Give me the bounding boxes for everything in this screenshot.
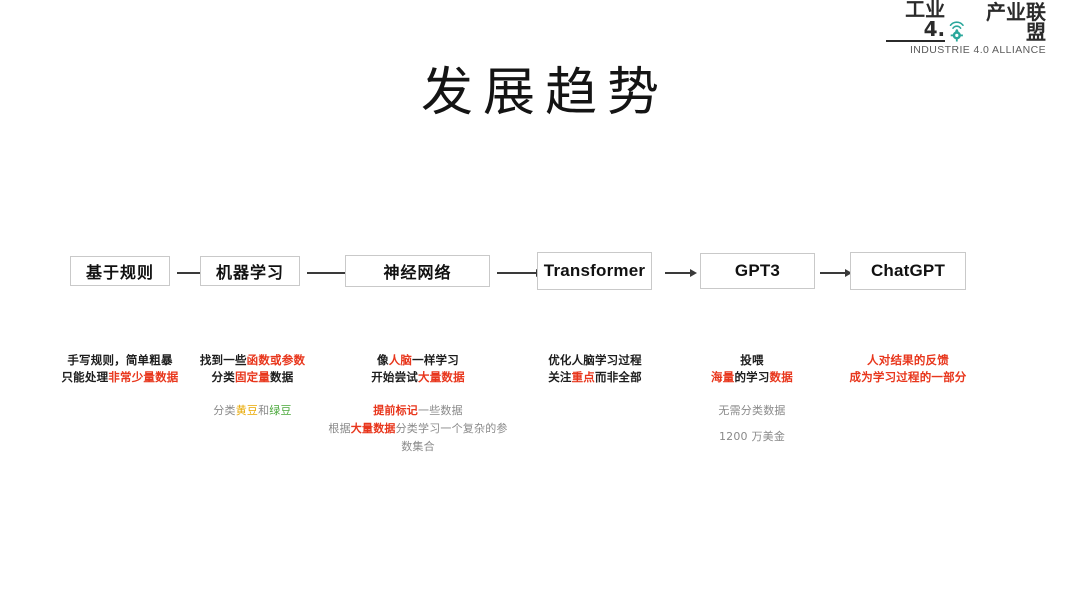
annotation-primary: 手写规则，简单粗暴 只能处理非常少量数据 [40,352,200,386]
text-highlight-red: 非常少量数据 [108,370,179,384]
text-plain: 分类 [211,370,235,384]
annotation-line: 找到一些函数或参数 [180,352,325,369]
text-plain: 手写规则，简单粗暴 [67,353,173,367]
annotation-line: 手写规则，简单粗暴 [40,352,200,369]
logo-text-left: 工业4. [886,0,946,42]
annotation-primary: 像人脑一样学习 开始尝试大量数据 [323,352,513,386]
text-plain: 的学习 [734,370,770,384]
annotation-line: 开始尝试大量数据 [323,369,513,386]
annotation-line: 根据大量数据分类学习一个复杂的参 [323,420,513,438]
flow-box-rule-based: 基于规则 [70,256,170,286]
text-highlight-red: 大量数据 [418,370,465,384]
annotation-line: 提前标记一些数据 [323,402,513,420]
flow-box-label: 神经网络 [383,263,452,282]
annotation-column-transformer: 优化人脑学习过程 关注重点而非全部 [520,352,670,386]
annotation-line: 成为学习过程的一部分 [833,369,983,386]
flow-box-transformer: Transformer [537,252,652,290]
text-highlight-red: 大量数据 [350,422,396,435]
annotation-column-rule-based: 手写规则，简单粗暴 只能处理非常少量数据 [40,352,200,386]
text-highlight-red: 人对结果的反馈 [867,353,949,367]
text-plain: 开始尝试 [371,370,418,384]
annotation-line: 数集合 [323,438,513,456]
text-plain: 根据 [328,422,351,435]
annotation-line: 优化人脑学习过程 [520,352,670,369]
flow-box-label: 机器学习 [215,263,284,282]
text-plain: 一样学习 [412,353,459,367]
annotation-line: 分类固定量数据 [180,369,325,386]
text-plain: 找到一些 [199,353,247,367]
annotation-primary: 投喂 海量的学习数据 [682,352,822,386]
annotation-line: 1200 万美金 [682,428,822,446]
text-plain: 一些数据 [418,404,463,417]
evolution-flow-diagram: 基于规则 机器学习 神经网络 Transformer GPT3 ChatGPT [0,252,1080,294]
flow-box-label: GPT3 [734,261,781,280]
logo-text-right: 产业联盟 [986,0,1046,44]
text-plain: 1200 万美金 [718,430,786,443]
flow-box-gpt3: GPT3 [700,253,815,289]
text-highlight-red: 提前标记 [373,404,418,417]
text-plain: 分类学习一个复杂的参 [395,422,508,435]
annotation-line: 关注重点而非全部 [520,369,670,386]
text-highlight-red: 成为学习过程的一部分 [849,370,967,384]
annotation-secondary: 提前标记一些数据 根据大量数据分类学习一个复杂的参 数集合 [323,402,513,456]
annotation-secondary: 无需分类数据 1200 万美金 [682,402,822,446]
text-highlight-red: 人脑 [388,353,413,367]
annotation-line: 像人脑一样学习 [323,352,513,369]
annotation-line: 只能处理非常少量数据 [40,369,200,386]
text-plain: 数集合 [401,440,435,453]
text-highlight-green: 绿豆 [269,404,292,417]
text-plain: 而非全部 [595,370,642,384]
flow-box-label: ChatGPT [870,261,946,280]
text-plain: 只能处理 [61,370,109,384]
annotation-column-neural-network: 像人脑一样学习 开始尝试大量数据 提前标记一些数据 根据大量数据分类学习一个复杂… [323,352,513,456]
annotation-line: 海量的学习数据 [682,369,822,386]
text-plain: 关注 [548,370,572,384]
text-highlight-red: 海量 [711,370,735,384]
annotation-line: 分类黄豆和绿豆 [180,402,325,420]
logo-wordmark: 工业4. 产业联盟 [886,0,1046,42]
annotation-primary: 人对结果的反馈 成为学习过程的一部分 [833,352,983,386]
text-highlight-red: 函数或参数 [246,353,306,367]
annotation-line: 无需分类数据 [682,402,822,420]
flow-box-chatgpt: ChatGPT [850,252,966,290]
page-title: 发展趋势 [420,63,669,123]
text-plain: 数据 [270,370,294,384]
text-plain: 无需分类数据 [718,404,786,417]
arrow-right-icon-4 [665,268,697,278]
text-plain: 分类 [213,404,236,417]
logo-subtitle: INDUSTRIE 4.0 ALLIANCE [909,44,1046,56]
annotation-column-gpt3: 投喂 海量的学习数据 无需分类数据 1200 万美金 [682,352,822,446]
text-plain: 优化人脑学习过程 [548,353,642,367]
annotation-line: 人对结果的反馈 [833,352,983,369]
flow-box-label: 基于规则 [85,263,154,282]
arrow-right-icon-5 [820,268,852,278]
annotation-secondary: 分类黄豆和绿豆 [180,402,325,420]
annotation-column-chatgpt: 人对结果的反馈 成为学习过程的一部分 [833,352,983,386]
text-highlight-red: 重点 [571,370,595,384]
brand-logo: 工业4. 产业联盟 [886,0,1046,56]
text-highlight-red: 数据 [769,370,793,384]
text-plain: 和 [258,404,270,417]
text-highlight-red: 固定量 [234,370,271,384]
text-plain: 投喂 [740,353,764,367]
flow-box-neural-network: 神经网络 [345,255,490,287]
annotation-column-machine-learning: 找到一些函数或参数 分类固定量数据 分类黄豆和绿豆 [180,352,325,420]
annotation-primary: 优化人脑学习过程 关注重点而非全部 [520,352,670,386]
annotation-primary: 找到一些函数或参数 分类固定量数据 [180,352,325,386]
flow-box-label: Transformer [543,261,646,280]
flow-box-machine-learning: 机器学习 [200,256,300,286]
text-highlight-yellow: 黄豆 [235,404,259,417]
text-plain: 像 [377,353,389,367]
wifi-gear-icon [946,18,968,42]
annotation-line: 投喂 [682,352,822,369]
